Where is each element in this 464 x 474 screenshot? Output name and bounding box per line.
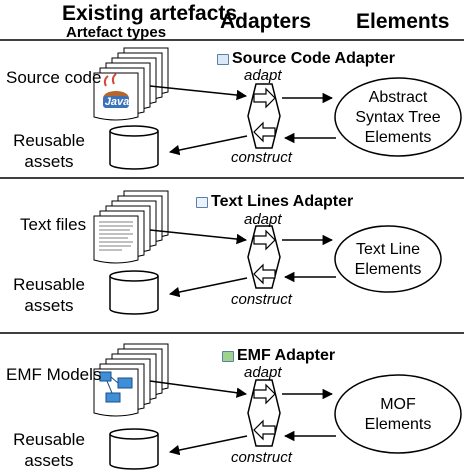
reusable-assets-label: Reusable assets bbox=[6, 130, 92, 172]
section-emf-models bbox=[93, 343, 462, 470]
adapter-hexagon bbox=[247, 225, 281, 289]
adapt-arrow-icon bbox=[253, 229, 276, 251]
reusable-line: Reusable bbox=[13, 430, 85, 449]
reusable-assets-label: Reusable assets bbox=[6, 274, 92, 316]
emf-document-stack-icon bbox=[93, 343, 169, 417]
reusable-assets-cylinder-icon bbox=[109, 428, 159, 470]
emf-icon bbox=[222, 350, 234, 362]
adapter-title-text: Text Lines Adapter bbox=[211, 193, 354, 210]
text-document-stack-icon bbox=[93, 190, 169, 264]
reusable-line: assets bbox=[24, 451, 74, 470]
adapter-title: Source Code Adapter bbox=[217, 50, 395, 68]
element-ellipse bbox=[334, 225, 442, 293]
element-line: Elements bbox=[354, 261, 422, 278]
reusable-line: assets bbox=[24, 152, 74, 171]
source-code-icon bbox=[217, 53, 229, 65]
artefact-label: Source code bbox=[6, 68, 102, 87]
source-document-stack-icon bbox=[93, 47, 169, 121]
element-label: MOF Elements bbox=[335, 395, 461, 435]
element-label: Abstract Syntax Tree Elements bbox=[335, 88, 461, 148]
header-elements: Elements bbox=[356, 10, 450, 33]
element-line: Elements bbox=[364, 129, 432, 146]
element-line: Syntax Tree bbox=[355, 109, 441, 126]
header-existing-artefacts: Existing artefacts bbox=[62, 2, 238, 25]
element-line: MOF bbox=[380, 396, 416, 413]
artefact-label: EMF Models bbox=[6, 365, 102, 384]
header-adapters: Adapters bbox=[220, 10, 312, 33]
adapt-label: adapt bbox=[244, 67, 282, 84]
element-line: Abstract bbox=[368, 89, 428, 106]
java-badge-text: Java bbox=[104, 96, 130, 108]
construct-arrow-icon bbox=[253, 121, 276, 143]
reusable-line: assets bbox=[24, 296, 74, 315]
adapt-arrow-icon bbox=[253, 383, 276, 405]
element-ellipse bbox=[334, 77, 462, 157]
adapter-title: EMF Adapter bbox=[222, 347, 335, 365]
adapt-arrow-icon bbox=[253, 87, 276, 109]
adapter-title-text: EMF Adapter bbox=[237, 347, 336, 364]
construct-label: construct bbox=[231, 449, 292, 466]
section-source-code bbox=[93, 47, 462, 170]
element-ellipse bbox=[334, 374, 462, 454]
reusable-line: Reusable bbox=[13, 275, 85, 294]
reusable-assets-cylinder-icon bbox=[109, 125, 159, 170]
construct-label: construct bbox=[231, 149, 292, 166]
adapt-label: adapt bbox=[244, 364, 282, 381]
element-line: Text Line bbox=[355, 241, 421, 258]
section-text-files bbox=[93, 190, 442, 315]
construct-arrow-icon bbox=[253, 263, 276, 285]
text-file-icon bbox=[196, 196, 208, 208]
reusable-assets-label: Reusable assets bbox=[6, 429, 92, 471]
construct-arrow-icon bbox=[253, 419, 276, 441]
header-artefact-types: Artefact types bbox=[66, 24, 167, 41]
element-label: Text Line Elements bbox=[335, 240, 441, 280]
element-line: Elements bbox=[364, 416, 432, 433]
adapter-title: Text Lines Adapter bbox=[196, 193, 353, 211]
reusable-assets-cylinder-icon bbox=[109, 270, 159, 315]
adapter-title-text: Source Code Adapter bbox=[232, 50, 395, 67]
construct-label: construct bbox=[231, 291, 292, 308]
adapt-label: adapt bbox=[244, 211, 282, 228]
reusable-line: Reusable bbox=[13, 131, 85, 150]
artefact-label: Text files bbox=[20, 215, 87, 234]
